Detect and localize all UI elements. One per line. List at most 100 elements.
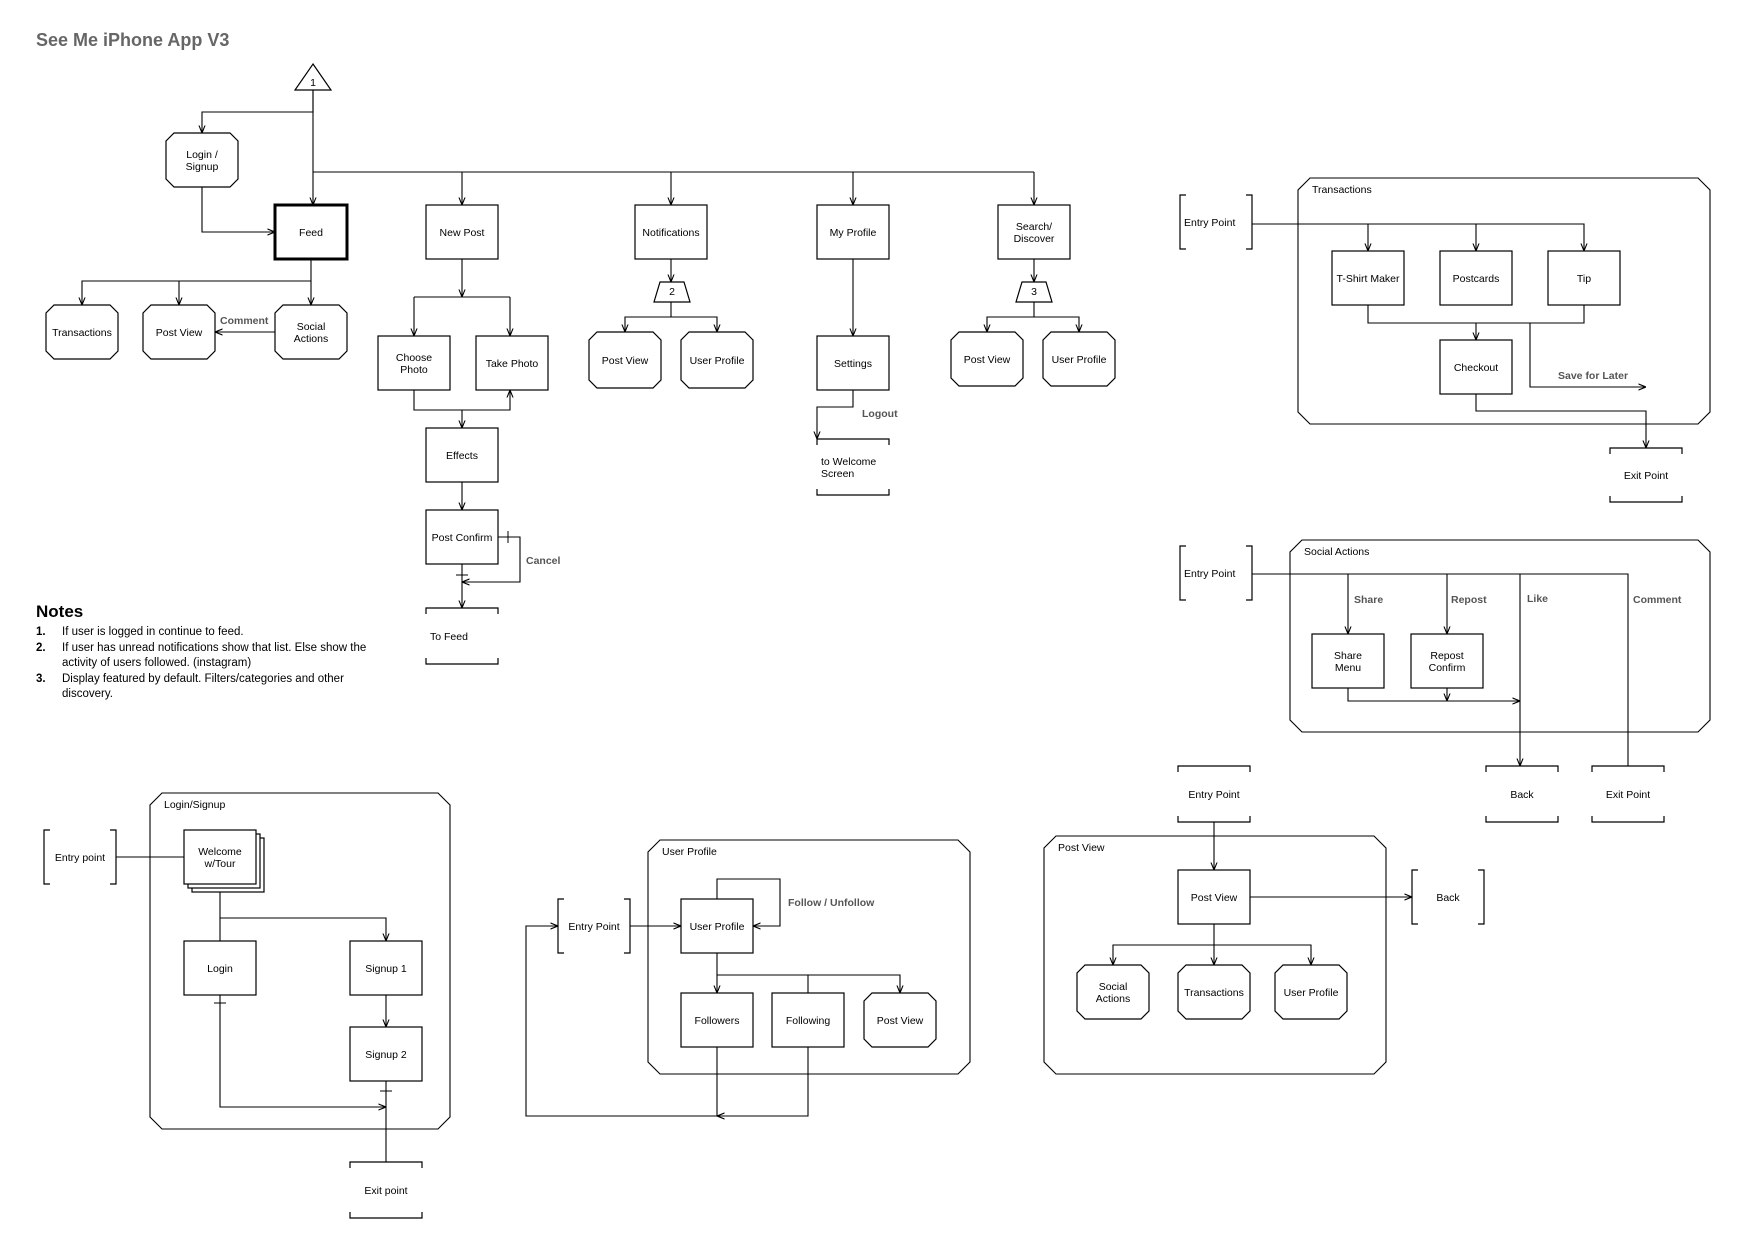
connector-40: [1347, 688, 1520, 701]
note-item: 1.If user is logged in continue to feed.: [36, 625, 376, 641]
connector-20: [462, 536, 521, 582]
node-notifications[interactable]: Notifications: [634, 204, 708, 260]
node-my-profile[interactable]: My Profile: [816, 204, 890, 260]
connector-49: [716, 878, 781, 926]
node-label: Exit Point: [1606, 789, 1650, 801]
node-label: Postcards: [1453, 273, 1500, 285]
node-pv-entry[interactable]: Entry Point: [1177, 765, 1251, 823]
edge-label-logout: Logout: [862, 408, 898, 420]
node-pv-back[interactable]: Back: [1411, 869, 1485, 925]
node-tshirt[interactable]: T-Shirt Maker: [1331, 250, 1405, 306]
node-login-signup[interactable]: Login /Signup: [165, 132, 239, 188]
node-followers[interactable]: Followers: [680, 992, 754, 1048]
connector-0: [202, 90, 314, 133]
node-up-entry[interactable]: Entry Point: [557, 898, 631, 954]
node-label: User Profile: [1052, 354, 1107, 366]
node-settings[interactable]: Settings: [816, 335, 890, 391]
node-trap3[interactable]: 3: [1015, 281, 1053, 303]
node-label: Notifications: [642, 227, 699, 239]
connector-22: [625, 302, 672, 332]
node-signup1[interactable]: Signup 1: [349, 940, 423, 996]
node-label: Post Confirm: [432, 532, 493, 544]
node-label: Entry Point: [1184, 568, 1235, 580]
node-login[interactable]: Login: [183, 940, 257, 996]
node-sa-back[interactable]: Back: [1485, 765, 1559, 823]
note-text: Display featured by default. Filters/cat…: [62, 672, 344, 701]
note-item: 2.If user has unread notifications show …: [36, 641, 376, 672]
node-label: Transactions: [1184, 987, 1244, 999]
node-label: Login /Signup: [186, 149, 219, 173]
connector-23: [671, 316, 717, 332]
connector-28: [1034, 316, 1079, 332]
note-number: 3.: [36, 672, 46, 685]
node-start1[interactable]: 1: [293, 62, 333, 91]
node-search-userprofile[interactable]: User Profile: [1042, 331, 1116, 387]
connector-57: [1113, 924, 1215, 965]
node-pv-transactions[interactable]: Transactions: [1177, 964, 1251, 1020]
edge-label-sa-comment: Comment: [1633, 594, 1682, 606]
node-to-feed[interactable]: To Feed: [425, 607, 499, 665]
node-post-confirm[interactable]: Post Confirm: [425, 509, 499, 565]
node-search-postview[interactable]: Post View: [950, 331, 1024, 387]
node-take-photo[interactable]: Take Photo: [475, 335, 549, 391]
node-trap2[interactable]: 2: [653, 281, 691, 303]
node-tr-exit[interactable]: Exit Point: [1609, 447, 1683, 503]
node-label: Entry Point: [1188, 789, 1239, 801]
node-ls-exit[interactable]: Exit point: [349, 1161, 423, 1219]
node-tr-entry[interactable]: Entry Point: [1179, 194, 1253, 250]
node-sa-exit[interactable]: Exit Point: [1591, 765, 1665, 823]
node-search[interactable]: Search/Discover: [997, 204, 1071, 260]
node-pv-postview[interactable]: Post View: [1177, 869, 1251, 925]
node-feed-postview[interactable]: Post View: [142, 304, 216, 360]
node-pv-userprofile[interactable]: User Profile: [1274, 964, 1348, 1020]
node-effects[interactable]: Effects: [425, 427, 499, 483]
node-sa-entry[interactable]: Entry Point: [1179, 545, 1253, 601]
node-label: Tip: [1577, 273, 1591, 285]
node-signup2[interactable]: Signup 2: [349, 1026, 423, 1082]
node-new-post[interactable]: New Post: [425, 204, 499, 260]
node-feed-transactions[interactable]: Transactions: [45, 304, 119, 360]
node-notif-userprofile[interactable]: User Profile: [680, 331, 754, 389]
container-social: Social Actions: [1289, 539, 1711, 733]
node-up-postview[interactable]: Post View: [863, 992, 937, 1048]
node-label: Post View: [877, 1015, 924, 1027]
note-number: 2.: [36, 641, 46, 654]
node-label: My Profile: [830, 227, 877, 239]
node-ls-entry[interactable]: Entry point: [43, 829, 117, 885]
node-label: 1: [310, 77, 316, 89]
node-tip[interactable]: Tip: [1547, 250, 1621, 306]
node-up-userprofile[interactable]: User Profile: [680, 898, 754, 954]
node-postcards[interactable]: Postcards: [1439, 250, 1513, 306]
note-number: 1.: [36, 626, 46, 638]
node-feed[interactable]: Feed: [273, 203, 349, 261]
diagram-title: See Me iPhone App V3: [36, 30, 229, 50]
connector-34: [1475, 394, 1646, 448]
notes-heading: Notes: [36, 602, 84, 621]
container-label: Post View: [1058, 842, 1105, 854]
connector-29: [1252, 223, 1584, 251]
node-label: Checkout: [1454, 362, 1498, 374]
node-label: Take Photo: [486, 358, 539, 370]
node-label: Following: [786, 1015, 831, 1027]
node-label: Post View: [156, 327, 203, 339]
node-notif-postview[interactable]: Post View: [588, 331, 662, 389]
node-checkout[interactable]: Checkout: [1439, 339, 1513, 395]
node-label: Settings: [834, 358, 872, 370]
node-label: Effects: [446, 450, 478, 462]
connector-54: [717, 1047, 809, 1116]
node-label: New Post: [440, 227, 485, 239]
container-profile: User Profile: [647, 839, 971, 1075]
connector-35: [1529, 323, 1646, 387]
node-label: Search/Discover: [1014, 221, 1055, 245]
node-following[interactable]: Following: [771, 992, 845, 1048]
